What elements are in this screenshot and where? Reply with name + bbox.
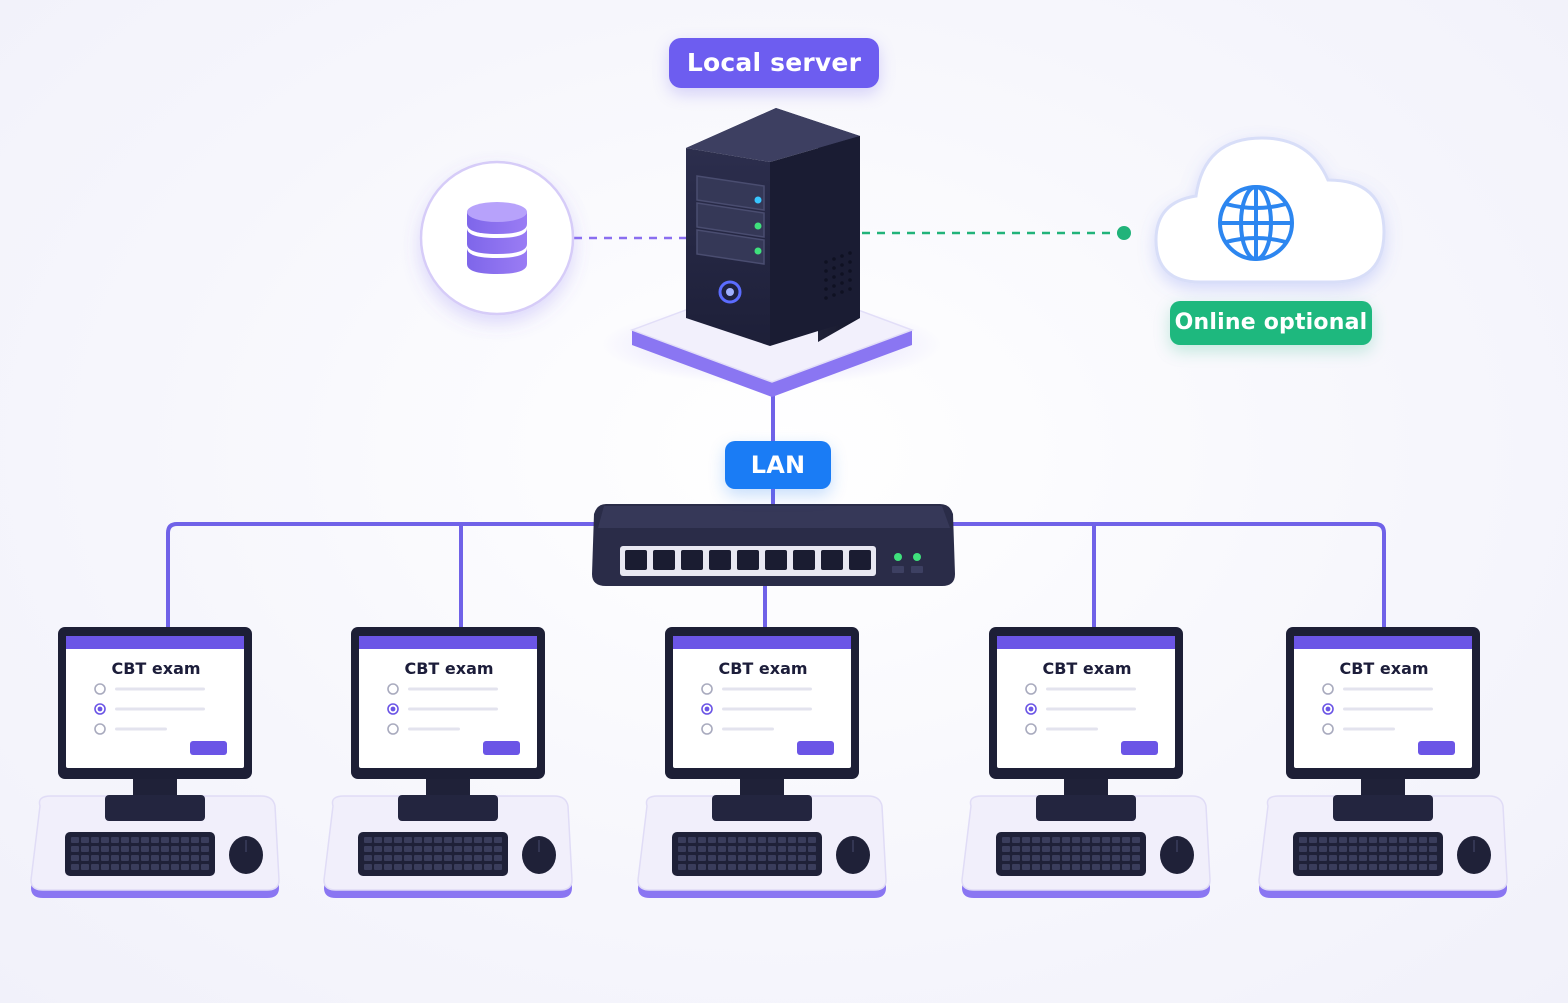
radio-option (387, 683, 399, 695)
option-line (722, 727, 774, 731)
option-line (1046, 727, 1098, 731)
option-line (408, 687, 498, 691)
network-switch-icon (592, 504, 955, 586)
switch-led (894, 553, 902, 561)
screen-submit-button (190, 741, 227, 755)
screen-title: CBT exam (718, 659, 807, 678)
option-line (1046, 687, 1136, 691)
radio-option (94, 683, 106, 695)
screen-title: CBT exam (111, 659, 200, 678)
screen-title: CBT exam (1339, 659, 1428, 678)
radio-option (701, 723, 713, 735)
internet-link-endpoint (1117, 226, 1131, 240)
desktop-computer-icon: CBT exam (30, 627, 280, 898)
screen-submit-button (797, 741, 834, 755)
monitor-base (1333, 795, 1433, 821)
option-line (722, 687, 812, 691)
mouse-icon (836, 836, 870, 874)
option-line (408, 707, 498, 711)
drive-bays (696, 175, 765, 265)
option-line (1046, 707, 1136, 711)
switch-led (913, 553, 921, 561)
option-line (1343, 727, 1395, 731)
option-line (115, 727, 167, 731)
screen-header-bar (66, 636, 244, 649)
option-line (1343, 687, 1433, 691)
monitor-base (712, 795, 812, 821)
workstations: CBT exam CBT exam CBT exam CBT exam CBT exam (30, 627, 1508, 898)
database-node (419, 160, 575, 316)
screen-submit-button (483, 741, 520, 755)
mouse-icon (1160, 836, 1194, 874)
desktop-computer-icon: CBT exam (637, 627, 887, 898)
radio-option (1025, 683, 1037, 695)
screen-title: CBT exam (404, 659, 493, 678)
desktop-computer-icon: CBT exam (1258, 627, 1508, 898)
option-line (408, 727, 460, 731)
mouse-icon (229, 836, 263, 874)
online-optional-label: Online optional (1170, 301, 1372, 345)
monitor-screen (997, 636, 1175, 768)
option-line (115, 707, 205, 711)
radio-option (387, 723, 399, 735)
screen-title: CBT exam (1042, 659, 1131, 678)
screen-header-bar (673, 636, 851, 649)
option-line (115, 687, 205, 691)
screen-header-bar (997, 636, 1175, 649)
desktop-computer-icon: CBT exam (323, 627, 573, 898)
option-line (1343, 707, 1433, 711)
radio-option (1322, 723, 1334, 735)
mouse-icon (1457, 836, 1491, 874)
cable-right-trunk (952, 522, 1386, 630)
option-line (722, 707, 812, 711)
screen-submit-button (1121, 741, 1158, 755)
screen-submit-button (1418, 741, 1455, 755)
server-tower-icon (602, 108, 942, 397)
screen-header-bar (1294, 636, 1472, 649)
monitor-screen (66, 636, 244, 768)
radio-option (1025, 723, 1037, 735)
server-label: Local server (669, 38, 879, 88)
switch-ports (625, 550, 871, 570)
monitor-base (1036, 795, 1136, 821)
cable-left-trunk (166, 522, 596, 630)
globe-icon (1218, 185, 1294, 261)
screen-header-bar (359, 636, 537, 649)
vent (824, 251, 852, 300)
monitor-base (105, 795, 205, 821)
monitor-base (398, 795, 498, 821)
lan-label: LAN (725, 441, 831, 489)
monitor-screen (359, 636, 537, 768)
monitor-screen (673, 636, 851, 768)
radio-option (1322, 683, 1334, 695)
radio-option (701, 683, 713, 695)
database-icon (467, 202, 527, 274)
desktop-computer-icon: CBT exam (961, 627, 1211, 898)
monitor-screen (1294, 636, 1472, 768)
radio-option (94, 723, 106, 735)
mouse-icon (522, 836, 556, 874)
connections (166, 226, 1386, 630)
